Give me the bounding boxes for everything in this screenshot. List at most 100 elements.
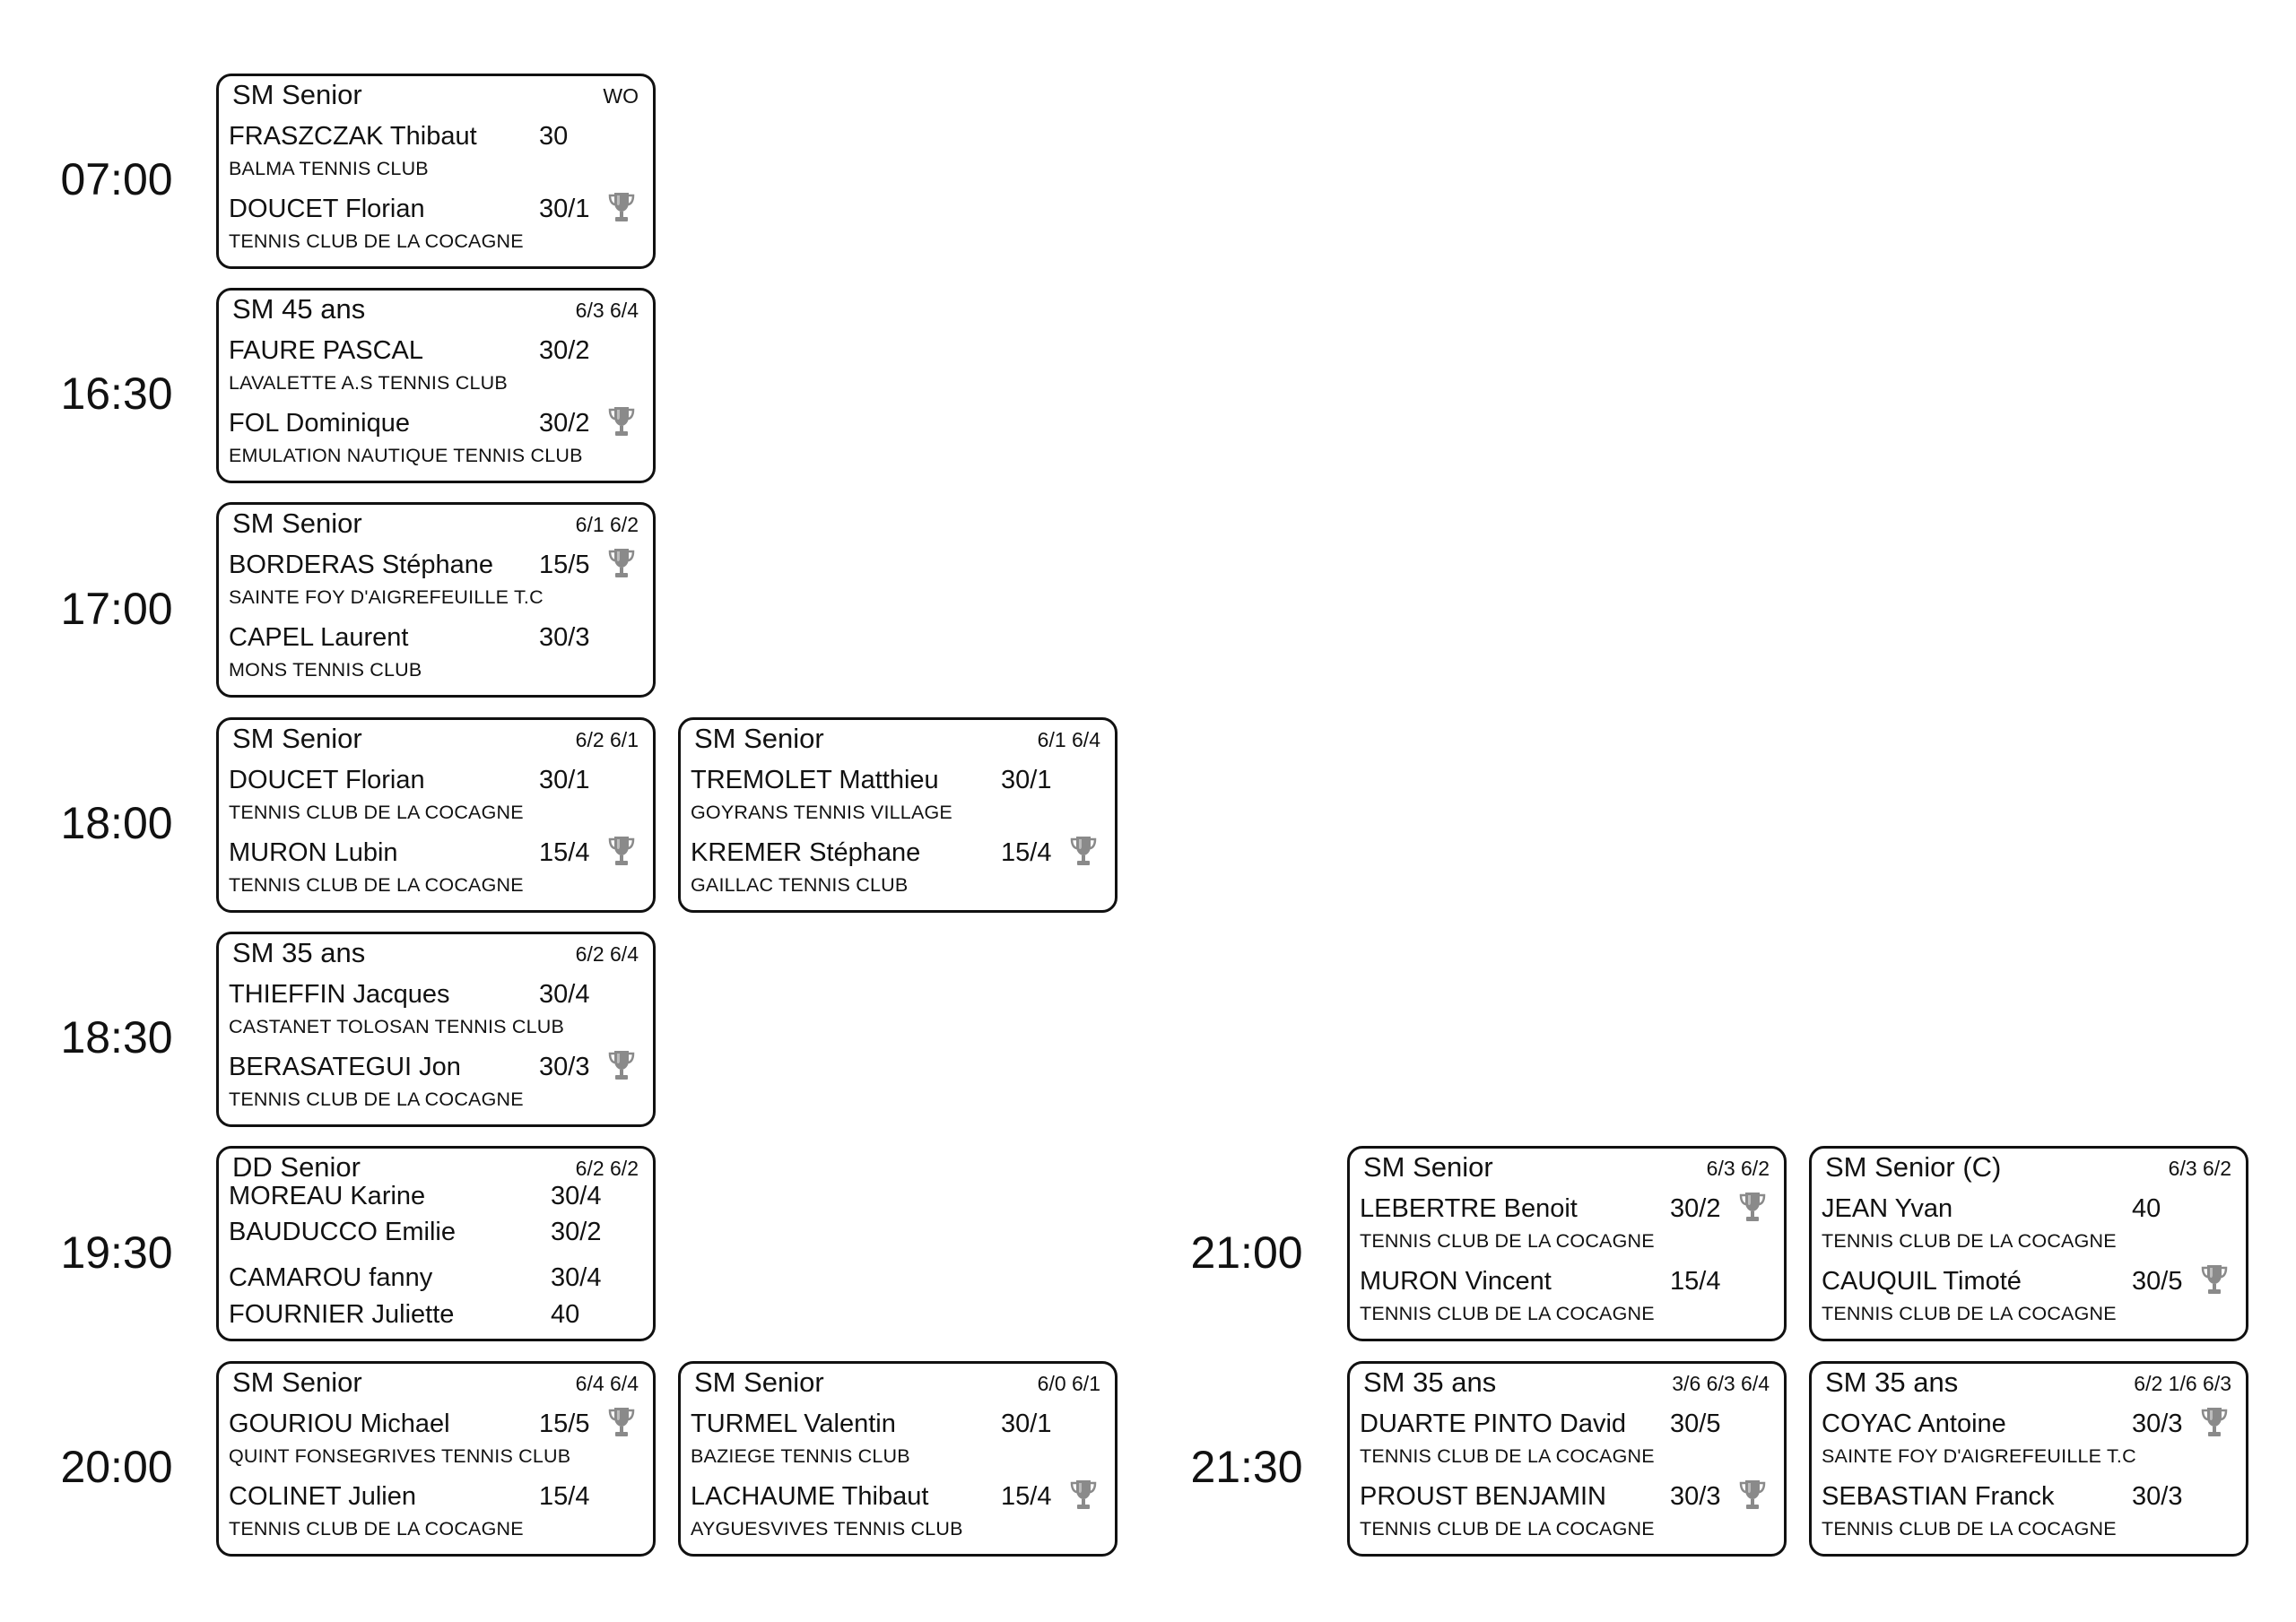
player-ranking: 30/3: [1670, 1482, 1721, 1511]
player-name: COLINET Julien: [229, 1482, 416, 1511]
player-club: TENNIS CLUB DE LA COCAGNE: [1360, 1230, 1655, 1252]
time-label: 21:00: [1190, 1227, 1303, 1278]
match-category: SM Senior (C): [1825, 1151, 2002, 1183]
player-club: TENNIS CLUB DE LA COCAGNE: [1822, 1303, 2117, 1324]
player-club: TENNIS CLUB DE LA COCAGNE: [1360, 1303, 1655, 1324]
time-label: 19:30: [60, 1227, 173, 1278]
player-club: SAINTE FOY D'AIGREFEUILLE T.C: [229, 586, 544, 608]
match-card[interactable]: SM Senior (C) 6/3 6/2 JEAN Yvan 40 TENNI…: [1809, 1146, 2248, 1341]
player-club: TENNIS CLUB DE LA COCAGNE: [1360, 1445, 1655, 1467]
match-score: 6/1 6/2: [575, 513, 639, 536]
player-club: TENNIS CLUB DE LA COCAGNE: [229, 1089, 524, 1110]
player-name: GOURIOU Michael: [229, 1409, 450, 1438]
time-label: 17:00: [60, 584, 173, 634]
player-ranking: 15/4: [1001, 1482, 1052, 1511]
match-score: 6/0 6/1: [1037, 1372, 1100, 1395]
match-category: SM Senior: [232, 723, 362, 754]
trophy-icon: [2199, 1262, 2230, 1298]
player-ranking: 30/2: [539, 336, 590, 365]
time-label: 21:30: [1190, 1442, 1303, 1492]
player-club: TENNIS CLUB DE LA COCAGNE: [229, 874, 524, 896]
player-club: TENNIS CLUB DE LA COCAGNE: [1822, 1230, 2117, 1252]
player-ranking: 15/5: [539, 1409, 590, 1438]
player-name: TURMEL Valentin: [691, 1409, 896, 1438]
match-card[interactable]: SM 35 ans 6/2 1/6 6/3 COYAC Antoine 30/3…: [1809, 1361, 2248, 1557]
match-category: SM Senior: [694, 723, 824, 754]
player-ranking: 40: [2132, 1194, 2161, 1223]
player-club: LAVALETTE A.S TENNIS CLUB: [229, 372, 508, 394]
match-card[interactable]: SM 35 ans 3/6 6/3 6/4 DUARTE PINTO David…: [1347, 1361, 1787, 1557]
player-name: DUARTE PINTO David: [1360, 1409, 1627, 1438]
trophy-icon: [2199, 1405, 2230, 1441]
match-score: 6/1 6/4: [1037, 728, 1100, 751]
player-ranking: 30/1: [539, 195, 590, 223]
match-category: SM Senior: [232, 1366, 362, 1398]
player-name: KREMER Stéphane: [691, 838, 921, 867]
player-ranking: 30: [539, 122, 569, 151]
player-club: GOYRANS TENNIS VILLAGE: [691, 802, 952, 823]
player-name: FRASZCZAK Thibaut: [229, 122, 477, 151]
player-ranking: 15/4: [1001, 838, 1052, 867]
player-name: MURON Vincent: [1360, 1267, 1552, 1296]
trophy-icon: [1068, 1478, 1099, 1514]
trophy-icon: [606, 546, 637, 582]
player-ranking: 30/2: [539, 409, 590, 438]
match-category: SM 35 ans: [1825, 1366, 1959, 1398]
player-club: AYGUESVIVES TENNIS CLUB: [691, 1518, 963, 1540]
match-category: SM Senior: [1363, 1151, 1493, 1183]
player-name: FOURNIER Juliette: [229, 1300, 455, 1329]
match-score: 3/6 6/3 6/4: [1672, 1372, 1770, 1395]
match-score: 6/3 6/4: [575, 299, 639, 322]
match-category: SM 35 ans: [1363, 1366, 1497, 1398]
trophy-icon: [1737, 1478, 1768, 1514]
match-category: SM Senior: [694, 1366, 824, 1398]
player-ranking: 30/4: [539, 980, 590, 1009]
match-card[interactable]: SM Senior 6/1 6/4 TREMOLET Matthieu 30/1…: [678, 717, 1118, 913]
match-score: WO: [603, 84, 639, 108]
match-score: 6/4 6/4: [575, 1372, 639, 1395]
match-score: 6/2 6/1: [575, 728, 639, 751]
match-card[interactable]: SM Senior WO FRASZCZAK Thibaut 30 BALMA …: [216, 74, 656, 269]
player-club: MONS TENNIS CLUB: [229, 659, 422, 681]
player-club: BAZIEGE TENNIS CLUB: [691, 1445, 910, 1467]
player-ranking: 30/3: [539, 623, 590, 652]
player-name: TREMOLET Matthieu: [691, 766, 939, 794]
player-name: CAPEL Laurent: [229, 623, 409, 652]
player-club: CASTANET TOLOSAN TENNIS CLUB: [229, 1016, 564, 1037]
match-score: 6/3 6/2: [2168, 1157, 2231, 1180]
trophy-icon: [1068, 834, 1099, 870]
player-ranking: 30/5: [2132, 1267, 2183, 1296]
player-ranking: 30/1: [539, 766, 590, 794]
player-ranking: 40: [551, 1300, 580, 1329]
player-club: TENNIS CLUB DE LA COCAGNE: [229, 1518, 524, 1540]
match-card[interactable]: SM Senior 6/0 6/1 TURMEL Valentin 30/1 B…: [678, 1361, 1118, 1557]
player-club: TENNIS CLUB DE LA COCAGNE: [1360, 1518, 1655, 1540]
player-ranking: 30/4: [551, 1263, 602, 1292]
match-card[interactable]: SM Senior 6/3 6/2 LEBERTRE Benoit 30/2 T…: [1347, 1146, 1787, 1341]
match-card[interactable]: SM 45 ans 6/3 6/4 FAURE PASCAL 30/2 LAVA…: [216, 288, 656, 483]
player-name: BAUDUCCO Emilie: [229, 1218, 456, 1246]
match-category: SM 35 ans: [232, 937, 366, 968]
player-name: JEAN Yvan: [1822, 1194, 1953, 1223]
match-card[interactable]: SM 35 ans 6/2 6/4 THIEFFIN Jacques 30/4 …: [216, 932, 656, 1127]
player-ranking: 15/5: [539, 551, 590, 579]
match-card[interactable]: SM Senior 6/2 6/1 DOUCET Florian 30/1 TE…: [216, 717, 656, 913]
player-name: CAUQUIL Timoté: [1822, 1267, 2022, 1296]
match-score: 6/2 6/4: [575, 942, 639, 966]
player-name: BERASATEGUI Jon: [229, 1053, 461, 1081]
match-card[interactable]: SM Senior 6/1 6/2 BORDERAS Stéphane 15/5…: [216, 502, 656, 698]
match-card[interactable]: SM Senior 6/4 6/4 GOURIOU Michael 15/5 Q…: [216, 1361, 656, 1557]
player-name: LEBERTRE Benoit: [1360, 1194, 1578, 1223]
player-name: BORDERAS Stéphane: [229, 551, 493, 579]
match-category: SM Senior: [232, 507, 362, 539]
time-label: 18:30: [60, 1012, 173, 1063]
trophy-icon: [1737, 1190, 1768, 1226]
trophy-icon: [606, 834, 637, 870]
player-ranking: 15/4: [539, 838, 590, 867]
trophy-icon: [606, 404, 637, 440]
match-category: SM 45 ans: [232, 293, 366, 325]
player-name: PROUST BENJAMIN: [1360, 1482, 1607, 1511]
match-card[interactable]: DD Senior 6/2 6/2 MOREAU Karine 30/4 BAU…: [216, 1146, 656, 1341]
player-club: QUINT FONSEGRIVES TENNIS CLUB: [229, 1445, 571, 1467]
player-club: TENNIS CLUB DE LA COCAGNE: [1822, 1518, 2117, 1540]
